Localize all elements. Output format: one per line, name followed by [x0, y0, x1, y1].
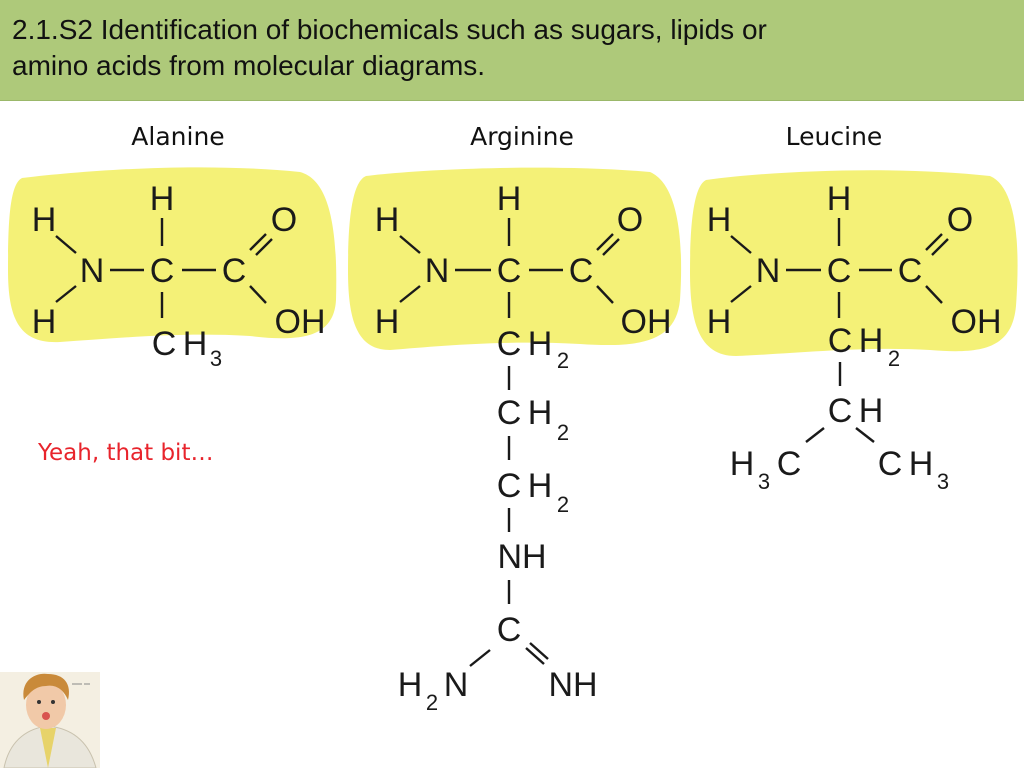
alanine-label: Alanine	[131, 122, 225, 151]
arginine-subscript-2-beta: 2	[557, 348, 569, 373]
arginine-atom-h-delta: H	[528, 467, 553, 505]
alanine-highlight	[8, 167, 337, 343]
leucine-subscript-3-left: 3	[758, 469, 770, 494]
alanine-atom-o: O	[271, 201, 297, 239]
arginine-highlight	[348, 167, 682, 350]
leucine-highlight	[690, 170, 1018, 356]
slide-title-bar: 2.1.S2 Identification of biochemicals su…	[0, 0, 1024, 101]
arginine-subscript-2-amino: 2	[426, 690, 438, 715]
arginine-atom-c-guanidino: C	[497, 611, 522, 649]
leucine-atom-h-methyl-left: H	[730, 445, 755, 483]
alanine-atom-h-methyl: H	[183, 325, 208, 363]
leucine-atom-oh: OH	[951, 303, 1002, 341]
alanine-atom-n: N	[80, 252, 105, 290]
leucine-atom-c-beta: C	[828, 322, 853, 360]
alanine-atom-h-lower-left: H	[32, 303, 57, 341]
slide-title-line-1: 2.1.S2 Identification of biochemicals su…	[12, 14, 767, 45]
arginine-subscript-2-delta: 2	[557, 492, 569, 517]
arginine-atom-c-delta: C	[497, 467, 522, 505]
arginine-atom-h-beta: H	[528, 325, 553, 363]
leucine-atom-h-beta: H	[859, 322, 884, 360]
arginine-subscript-2-gamma: 2	[557, 420, 569, 445]
leucine-atom-n: N	[756, 252, 781, 290]
alanine-structure: H H N C C O H OH C H 3	[32, 180, 326, 371]
alanine-atom-c-carboxyl: C	[222, 252, 247, 290]
arginine-atom-h-gamma: H	[528, 394, 553, 432]
leucine-atom-c-methyl-right: C	[878, 445, 903, 483]
arginine-atom-c-carboxyl: C	[569, 252, 594, 290]
arginine-atom-oh: OH	[621, 303, 672, 341]
leucine-atom-c-carboxyl: C	[898, 252, 923, 290]
arginine-atom-n-amino: N	[444, 666, 469, 704]
arginine-atom-h-top: H	[497, 180, 522, 218]
arginine-atom-nh-epsilon: NH	[497, 538, 546, 576]
arginine-atom-h-upper-left: H	[375, 201, 400, 239]
arginine-label: Arginine	[470, 122, 574, 151]
leucine-label: Leucine	[785, 122, 883, 151]
arginine-atom-nh-imino: NH	[548, 666, 597, 704]
alanine-atom-h-upper-left: H	[32, 201, 57, 239]
arginine-atom-n: N	[425, 252, 450, 290]
leucine-structure: H H N C C O H OH C H 2 C H H 3 C C H 3	[707, 180, 1002, 494]
alanine-atom-oh: OH	[275, 303, 326, 341]
leucine-atom-h-methyl-right: H	[909, 445, 934, 483]
leucine-atom-h-lower-left: H	[707, 303, 732, 341]
leucine-atom-c-methyl-left: C	[777, 445, 802, 483]
arginine-atom-c-beta: C	[497, 325, 522, 363]
arginine-atom-h-amino: H	[398, 666, 423, 704]
presenter-portrait-icon	[0, 672, 100, 768]
arginine-atom-h-lower-left: H	[375, 303, 400, 341]
slide-title-line-2: amino acids from molecular diagrams.	[12, 50, 486, 81]
leucine-atom-h-top: H	[827, 180, 852, 218]
leucine-subscript-2-beta: 2	[888, 346, 900, 371]
arginine-atom-c-alpha: C	[497, 252, 522, 290]
caption-text: Yeah, that bit…	[38, 440, 214, 466]
alanine-atom-h-top: H	[150, 180, 175, 218]
arginine-structure: H H N C C O H OH C H 2 C H 2 C H 2 NH C	[375, 180, 672, 715]
leucine-atom-h-upper-left: H	[707, 201, 732, 239]
alanine-atom-c-alpha: C	[150, 252, 175, 290]
arginine-atom-c-gamma: C	[497, 394, 522, 432]
leucine-atom-o: O	[947, 201, 973, 239]
alanine-atom-c-methyl: C	[152, 325, 177, 363]
leucine-atom-h-gamma: H	[859, 392, 884, 430]
alanine-subscript-3: 3	[210, 346, 222, 371]
leucine-atom-c-alpha: C	[827, 252, 852, 290]
arginine-atom-o: O	[617, 201, 643, 239]
leucine-atom-c-gamma: C	[828, 392, 853, 430]
leucine-subscript-3-right: 3	[937, 469, 949, 494]
